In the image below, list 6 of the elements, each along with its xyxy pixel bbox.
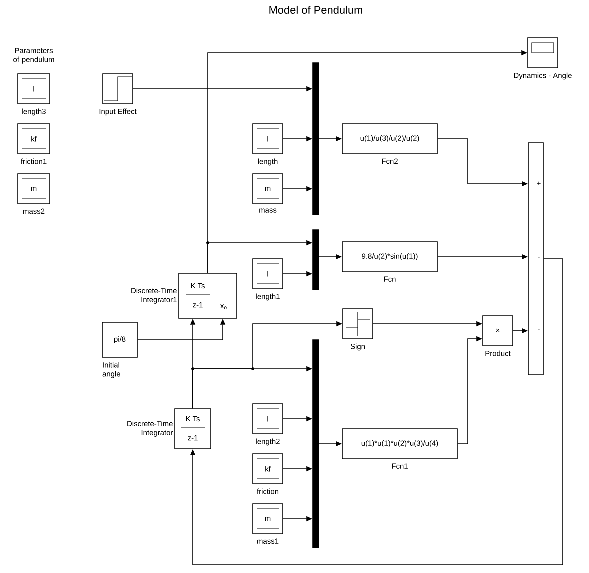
signal-line (190, 258, 564, 566)
title: Model of Pendulum (270, 6, 362, 14)
scope-block (528, 38, 558, 68)
sum-block (528, 142, 544, 376)
step-block (102, 74, 134, 104)
sign-block (342, 308, 374, 340)
